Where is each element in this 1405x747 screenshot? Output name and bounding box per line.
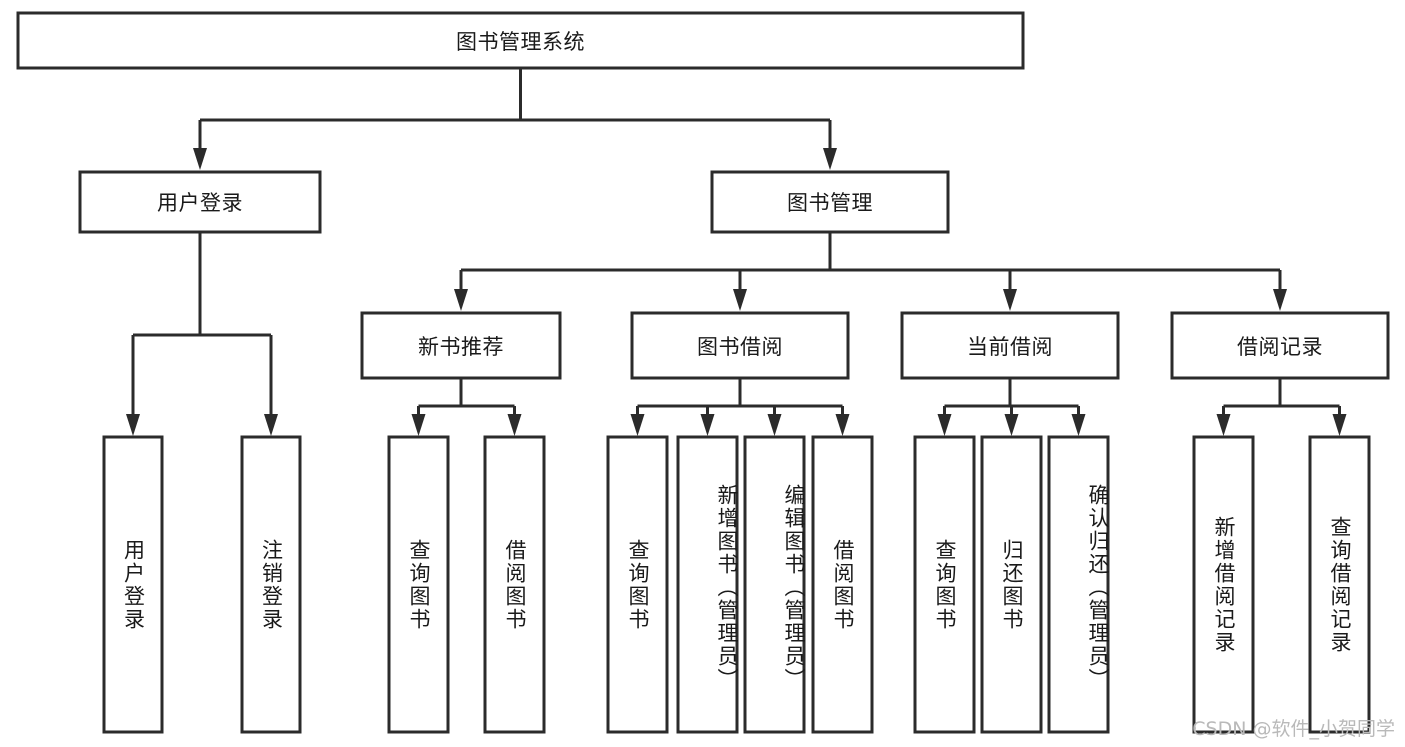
node-box-book-borrow[interactable] [630, 311, 850, 380]
diagram-lines-layer [126, 68, 1347, 436]
arrow-head-leaf-add-book [700, 414, 715, 436]
arrow-head-book-borrow [733, 289, 747, 311]
arrow-head-leaf-query-book-3 [937, 414, 952, 436]
node-box-root[interactable] [16, 11, 1025, 70]
arrow-head-leaf-user-login [126, 414, 140, 436]
arrow-head-leaf-borrow-book-1 [507, 414, 522, 436]
arrow-head-current-borrow [1003, 289, 1017, 311]
node-box-leaf-query-book-3[interactable] [913, 435, 976, 734]
node-box-borrow-record[interactable] [1170, 311, 1390, 380]
node-box-leaf-add-book[interactable] [676, 435, 739, 734]
arrow-head-leaf-query-book-2 [630, 414, 645, 436]
arrow-head-leaf-confirm-return [1071, 414, 1086, 436]
arrow-head-new-book-recommend [454, 289, 468, 311]
arrow-head-borrow-record [1273, 289, 1287, 311]
diagram-boxes-layer [16, 11, 1390, 734]
node-box-leaf-edit-book[interactable] [743, 435, 806, 734]
arrow-head-leaf-return-book [1004, 414, 1019, 436]
node-box-user-login[interactable] [78, 170, 322, 234]
node-box-leaf-add-record[interactable] [1192, 435, 1255, 734]
csdn-watermark: CSDN @软件_小贺同学 [1192, 718, 1395, 740]
node-box-leaf-query-book-2[interactable] [606, 435, 669, 734]
node-box-leaf-query-record[interactable] [1308, 435, 1371, 734]
node-box-leaf-return-book[interactable] [980, 435, 1043, 734]
arrow-head-user-login [193, 148, 207, 170]
arrow-head-leaf-logout [264, 414, 278, 436]
arrow-head-leaf-borrow-book-2 [835, 414, 850, 436]
node-box-leaf-borrow-book-1[interactable] [483, 435, 546, 734]
arrow-head-leaf-query-book-1 [411, 414, 426, 436]
arrow-head-leaf-edit-book [767, 414, 782, 436]
arrow-head-leaf-query-record [1332, 414, 1347, 436]
node-box-leaf-query-book-1[interactable] [387, 435, 450, 734]
arrow-head-book-manage [823, 148, 837, 170]
node-box-leaf-confirm-return[interactable] [1047, 435, 1110, 734]
node-box-new-book-recommend[interactable] [360, 311, 562, 380]
node-box-leaf-user-login[interactable] [102, 435, 164, 734]
arrow-head-leaf-add-record [1216, 414, 1231, 436]
node-box-leaf-borrow-book-2[interactable] [811, 435, 874, 734]
node-box-current-borrow[interactable] [900, 311, 1120, 380]
node-box-book-manage[interactable] [710, 170, 950, 234]
node-box-leaf-logout[interactable] [240, 435, 302, 734]
